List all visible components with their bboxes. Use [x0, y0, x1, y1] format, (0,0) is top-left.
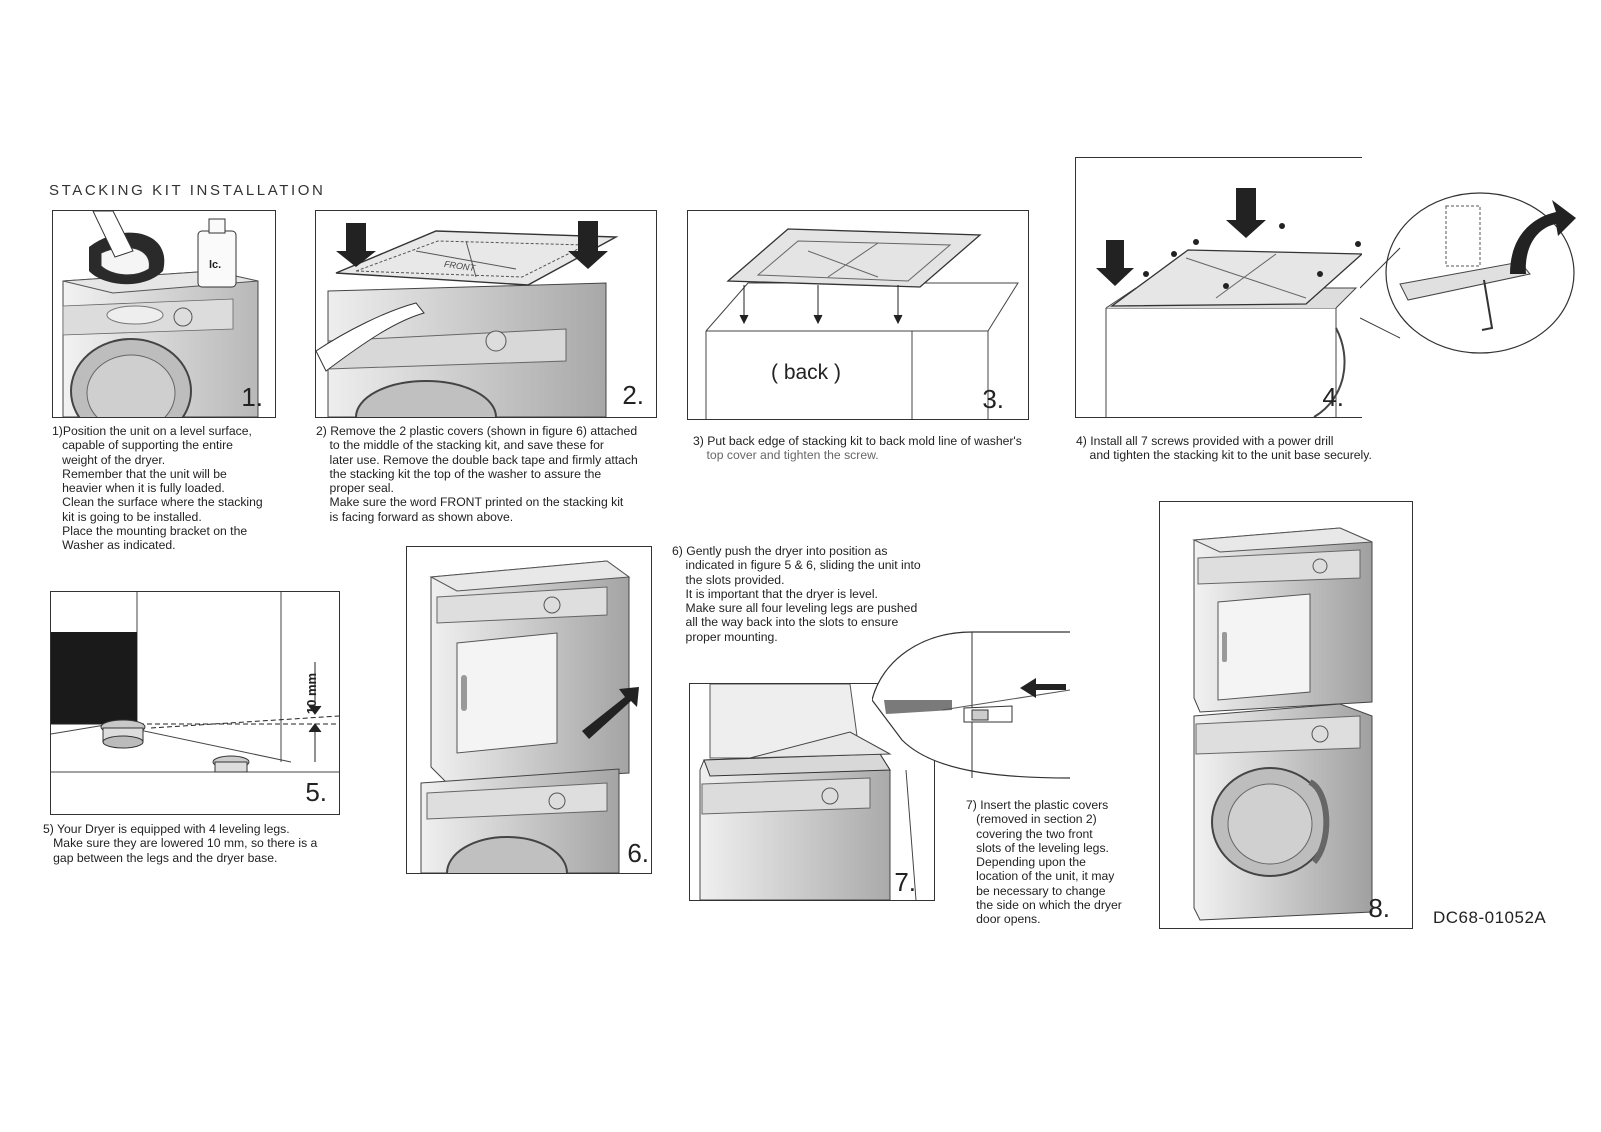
figure-number: 6.	[627, 838, 649, 868]
back-label: ( back )	[771, 361, 842, 384]
step-7-caption: 7) Insert the plastic covers (removed in…	[966, 798, 1122, 927]
figure-8-stacked-units: 8.	[1159, 501, 1413, 929]
kit-back-edge-illustration	[705, 228, 1019, 419]
step-4-caption: 4) Install all 7 screws provided with a …	[1076, 434, 1372, 463]
stacked-dryer-washer-illustration	[1192, 527, 1373, 921]
dimension-label: 10 mm	[304, 672, 320, 715]
washer-wipe-illustration	[62, 211, 259, 417]
screw-install-illustration	[1096, 188, 1362, 417]
figure-number: 7.	[894, 867, 916, 897]
figure-number: 1.	[241, 382, 263, 412]
cover-insert-illustration	[699, 684, 917, 900]
step-1-caption: 1)Position the unit on a level surface, …	[52, 424, 263, 553]
figure-number: 2.	[622, 380, 644, 410]
leveling-legs-illustration	[51, 592, 339, 773]
figure-number: 3.	[982, 384, 1004, 414]
document-code: DC68-01052A	[1433, 908, 1547, 927]
step-3-caption: 3) Put back edge of stacking kit to back…	[693, 434, 1022, 463]
figure-1-wipe-surface: lc. 1.	[52, 210, 276, 418]
step-5-caption: 5) Your Dryer is equipped with 4 levelin…	[43, 822, 318, 865]
page-title: STACKING KIT INSTALLATION	[49, 182, 326, 199]
step-6-caption: 6) Gently push the dryer into position a…	[672, 544, 921, 644]
figure-7-detail-magnifier	[872, 631, 1070, 779]
step-2-caption: 2) Remove the 2 plastic covers (shown in…	[316, 424, 638, 524]
figure-5-leveling-legs: 10 mm 5.	[50, 591, 340, 815]
figure-number: 4.	[1322, 382, 1344, 412]
bottle-label: lc.	[209, 259, 222, 271]
figure-number: 8.	[1368, 893, 1390, 923]
kit-placement-illustration	[316, 221, 619, 417]
figure-3-back-edge: ( back ) 3.	[687, 210, 1029, 420]
figure-2-attach-kit: FRONT 2.	[315, 210, 657, 418]
figure-number: 5.	[305, 777, 327, 807]
figure-6-push-dryer: 6.	[406, 546, 652, 874]
figure-4-install-screws: 4.	[1075, 157, 1362, 418]
dryer-on-washer-illustration	[420, 560, 639, 873]
figure-4-detail-magnifier	[1360, 192, 1576, 354]
